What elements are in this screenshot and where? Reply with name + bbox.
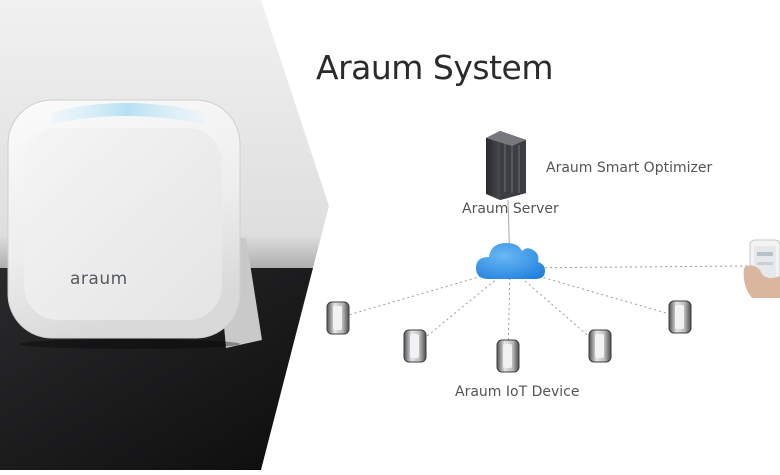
iot-sensor-icon [496, 339, 520, 373]
optimizer-label: Araum Smart Optimizer [546, 160, 713, 176]
smartphone-in-hand-icon [743, 239, 780, 298]
edge-cloud-mobile [509, 265, 749, 269]
server-node [486, 131, 526, 200]
device-glow-strip [52, 103, 204, 124]
device-brand-text: araum [70, 269, 128, 289]
iot-sensor-icon [588, 329, 612, 363]
cloud-icon [476, 243, 545, 279]
device-shadow [20, 339, 240, 349]
mobile-node [743, 239, 780, 298]
iot-sensor-icon [668, 300, 692, 334]
iot-devices [326, 300, 692, 373]
edge-cloud-iot-4 [509, 267, 601, 347]
device-face [24, 128, 222, 320]
diagram-title: Araum System [316, 48, 553, 87]
product-photo: araum [0, 0, 332, 471]
iot-sensor-icon [326, 301, 350, 335]
edge-cloud-iot-2 [414, 267, 511, 347]
server-label: Araum Server [462, 201, 559, 217]
cloud-node [476, 243, 545, 279]
photo-edge [261, 0, 332, 471]
iot-sensor-icon [403, 329, 427, 363]
server-icon [486, 131, 526, 200]
iot-device-label: Araum IoT Device [455, 384, 580, 400]
